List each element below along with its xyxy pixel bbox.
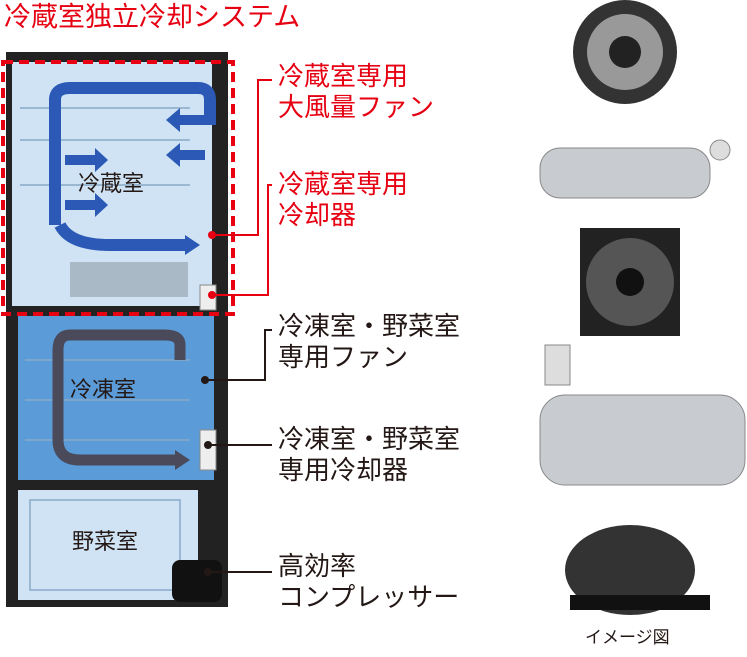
vegetable-compartment bbox=[18, 490, 198, 600]
freezer-cooler bbox=[199, 429, 217, 471]
diagram-title: 冷蔵室独立冷却システム bbox=[4, 2, 301, 33]
label-line: 冷凍室・野菜室 bbox=[278, 425, 461, 455]
label-line: 冷却器 bbox=[278, 201, 357, 232]
freezer-fan-label: 冷凍室・野菜室専用ファン bbox=[278, 312, 460, 374]
label-line: 冷蔵室専用 bbox=[278, 170, 409, 200]
label-line: コンプレッサー bbox=[278, 583, 460, 614]
compressor-image bbox=[565, 525, 710, 615]
fridge-cooler-label: 冷蔵室専用冷却器 bbox=[278, 170, 408, 232]
label-line: 冷蔵室専用 bbox=[278, 62, 409, 92]
freezer-label: 冷凍室 bbox=[70, 378, 137, 403]
fridge-label: 冷蔵室 bbox=[78, 172, 145, 197]
compressor-shape bbox=[172, 560, 222, 602]
freezer-cooler-image bbox=[539, 344, 746, 486]
fridge-cooler-image bbox=[539, 139, 731, 199]
freezer-airflow-arrow bbox=[52, 329, 186, 466]
fridge-airflow-arrow bbox=[49, 82, 216, 251]
red-dashed-frame bbox=[1, 60, 235, 316]
vegetable-label: 野菜室 bbox=[72, 530, 139, 555]
label-line: 専用冷却器 bbox=[278, 456, 409, 487]
label-line: 専用ファン bbox=[278, 343, 409, 374]
label-line: 冷凍室・野菜室 bbox=[278, 312, 461, 342]
freezer-cooler-label: 冷凍室・野菜室専用冷却器 bbox=[278, 425, 460, 487]
square-fan-image bbox=[580, 228, 680, 336]
label-line: 大風量ファン bbox=[278, 93, 435, 124]
label-line: 高効率 bbox=[278, 552, 357, 582]
fridge-fan-label: 冷蔵室専用大風量ファン bbox=[278, 62, 434, 124]
fan-image bbox=[573, 0, 677, 104]
image-caption: イメージ図 bbox=[585, 628, 670, 648]
compressor-label: 高効率コンプレッサー bbox=[278, 552, 459, 614]
